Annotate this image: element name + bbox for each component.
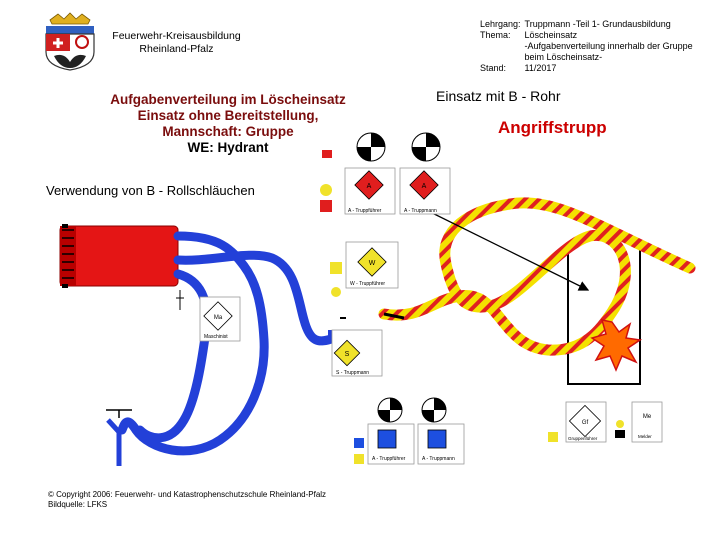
topic-value-1: Löscheinsatz [524, 30, 578, 40]
s-trupp-letter: S [345, 351, 350, 358]
team-label: Angriffstrupp [498, 118, 607, 137]
left-title-line-3: Mannschaft: Gruppe [162, 124, 294, 139]
left-title-line-1: Aufgabenverteilung im Löscheinsatz [110, 92, 346, 107]
left-title-line-4: WE: Hydrant [187, 140, 269, 155]
course-meta: Lehrgang: Truppmann -Teil 1- Grundausbil… [480, 19, 697, 74]
source-line: Bildquelle: LFKS [48, 500, 108, 509]
water-source-icon [567, 246, 641, 385]
a2-truppfuehrer-label: A - Truppführer [372, 456, 406, 462]
a-truppmann-label: A - Truppmann [404, 208, 437, 214]
date-label: Stand: [480, 63, 507, 73]
subtitle-left: Verwendung von B - Rollschläuchen [46, 183, 255, 198]
fire-vehicle [59, 224, 179, 288]
org-line-1: Feuerwehr-Kreisausbildung [112, 30, 241, 42]
helmet-icon [320, 150, 342, 297]
maschinist-figure [176, 290, 184, 310]
a-truppfuehrer-label: A - Truppführer [348, 208, 382, 214]
m-letter: Ma [214, 315, 223, 321]
topic-label: Thema: [480, 30, 511, 40]
organization-name: Feuerwehr-Kreisausbildung Rheinland-Pfal… [104, 30, 249, 56]
org-line-2: Rheinland-Pfalz [139, 43, 214, 55]
left-title: Aufgabenverteilung im Löscheinsatz Einsa… [88, 92, 368, 156]
topic-value-2: -Aufgabenverteilung innerhalb der Gruppe [524, 41, 693, 51]
leader-group: Gf Gruppenführer Me Melder [548, 401, 663, 443]
left-title-line-2: Einsatz ohne Bereitstellung, [137, 108, 319, 123]
topic-value-3: beim Löscheinsatz- [524, 52, 603, 62]
copyright-line: © Copyright 2006: Feuerwehr- und Katastr… [48, 490, 327, 499]
m-label: Maschinist [204, 334, 228, 340]
gf-label: Gruppenführer [568, 436, 598, 441]
w-trupp-symbol: W W - Truppführer [345, 241, 399, 289]
gf-letter: Gf [582, 420, 589, 426]
me-label: Melder [638, 434, 652, 439]
w-trupp-letter: W [369, 260, 376, 267]
date-value: 11/2017 [524, 63, 557, 73]
attack-hose [378, 197, 696, 356]
s-trupp-symbol: S S - Truppmann [331, 329, 383, 377]
supply-hose [117, 231, 339, 456]
course-label: Lehrgang: [480, 19, 521, 29]
s-truppmann-label: S - Truppmann [336, 370, 369, 376]
arrow-icon [413, 203, 590, 291]
a2-truppmann-label: A - Truppmann [422, 456, 455, 462]
me-letter: Me [643, 414, 652, 420]
right-title: Einsatz mit B - Rohr [436, 88, 561, 104]
coat-of-arms-icon [45, 12, 95, 71]
maschinist-symbol: Ma Maschinist [199, 296, 241, 342]
copyright: © Copyright 2006: Feuerwehr- und Katastr… [48, 490, 326, 510]
a-trupp-letter-2: A [422, 183, 427, 190]
course-value: Truppmann -Teil 1- Grundausbildung [524, 19, 671, 29]
fire-icon [590, 319, 643, 372]
a-trupp-letter-1: A [367, 183, 372, 190]
blue-trupp-group: A - Truppführer A - Truppmann [354, 397, 465, 465]
a-trupp-group: A A A - Truppführer A - Truppmann [344, 132, 451, 215]
w-truppfuehrer-label: W - Truppführer [350, 281, 385, 287]
hydrant-icon [106, 409, 132, 466]
